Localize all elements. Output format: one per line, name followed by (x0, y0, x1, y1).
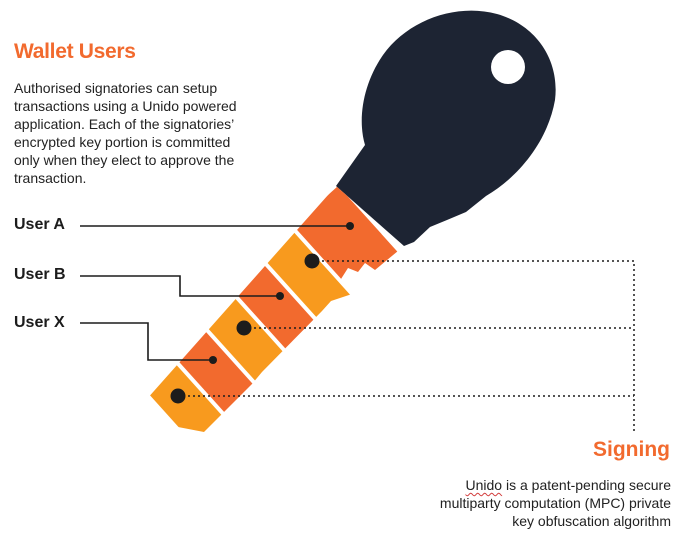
wallet-users-description: Authorised signatories can setup transac… (14, 79, 264, 187)
description-line: Authorised signatories can setup (14, 80, 218, 96)
signing-dot (170, 388, 186, 404)
user-a-label: User A (14, 216, 65, 233)
description-line: only when they elect to approve the (14, 152, 235, 168)
connector-user-b (80, 275, 280, 297)
signing-title: Signing (593, 438, 670, 461)
user-x-label: User X (14, 314, 65, 331)
description-line: is a patent-pending secure (502, 477, 671, 493)
key-blade (146, 186, 404, 432)
brand-name: Unido (465, 477, 503, 493)
signing-line-1 (312, 260, 635, 432)
description-line: encrypted key portion is committed (14, 134, 231, 150)
description-line: application. Each of the signatories’ (14, 116, 235, 132)
connector-dot (209, 356, 217, 364)
connector-dot (346, 222, 354, 230)
description-line: transactions using a Unido powered (14, 98, 237, 114)
key-head (336, 10, 556, 246)
description-line: multiparty computation (MPC) private (439, 495, 671, 511)
user-b-label: User B (14, 266, 66, 283)
key-hole (491, 50, 525, 84)
connector-dot (276, 292, 284, 300)
signing-description: Unido is a patent-pending secure multipa… (381, 476, 671, 530)
signing-dot (236, 320, 252, 336)
wallet-users-title: Wallet Users (14, 40, 136, 63)
description-line: key obfuscation algorithm (512, 513, 671, 529)
description-line: transaction. (14, 170, 87, 186)
signing-dot (304, 253, 320, 269)
connector-user-x (80, 322, 213, 361)
